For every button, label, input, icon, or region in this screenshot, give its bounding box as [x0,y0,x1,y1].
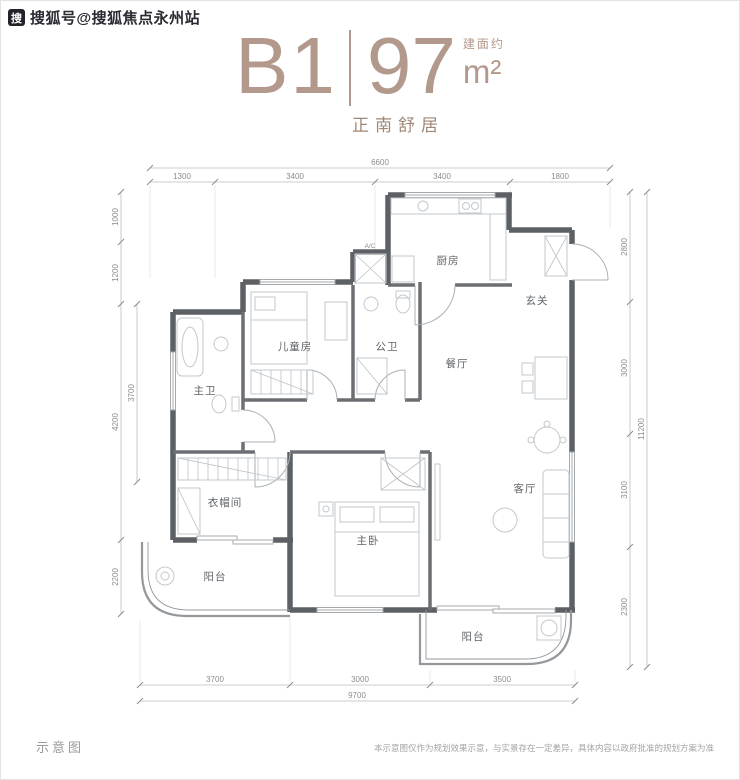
disclaimer-text: 本示意图仅作为规划效果示意，与实景存在一定差异，具体内容以政府批准的规划方案为准 [373,743,714,753]
room-label-balcony-right: 阳台 [462,630,485,643]
cabinet-hatching [177,235,568,535]
room-label-guest-bath: 公卫 [376,341,399,353]
sohu-logo-icon: 搜 [8,9,25,26]
floor-plan: 6600 1300 3400 3400 1800 1000 1200 4200 … [85,152,685,712]
room-label-closet: 衣帽间 [208,496,243,509]
dim-right-3: 3100 [620,481,629,499]
dim-bottom-2: 3000 [351,675,369,684]
dim-top-2: 3400 [286,172,304,181]
watermark: 搜 搜狐号@搜狐焦点永州站 [8,7,200,28]
dim-left-3: 4200 [111,413,120,431]
furniture [155,197,570,641]
unit-model: B1 [235,21,337,110]
room-label-kitchen: 厨房 [437,254,460,267]
dim-right-2: 3000 [620,359,629,377]
room-label-master: 主卧 [357,534,380,547]
room-label-foyer: 玄关 [526,294,549,307]
dim-left-4: 2200 [111,568,120,586]
dim-top-total: 6600 [371,158,389,167]
schematic-label: 示意图 [36,740,85,755]
dim-right-1: 2800 [620,238,629,256]
dim-bottom-total: 9700 [348,691,366,700]
unit-title-row: B1 97 建面约 m² [235,26,505,106]
exterior-walls [170,192,575,613]
unit-title-block: B1 97 建面约 m² 正南舒居 [0,26,740,136]
floor-plan-svg: 6600 1300 3400 3400 1800 1000 1200 4200 … [111,158,651,705]
dim-left-2: 1200 [111,264,120,282]
watermark-text: 搜狐号@搜狐焦点永州站 [30,10,201,27]
room-labels: 厨房 玄关 餐厅 儿童房 公卫 主卫 衣帽间 主卧 客厅 阳台 阳台 A/C [194,243,549,643]
dim-bottom-1: 3700 [206,675,224,684]
dim-bottom-3: 3500 [493,675,511,684]
area-prefix-label: 建面约 [462,37,505,51]
room-label-kids: 儿童房 [278,340,313,353]
area-unit-label: m² [462,53,502,90]
area-unit-block: 建面约 m² [463,26,505,90]
balcony-railings [140,542,573,666]
dim-left-inner: 3700 [127,384,136,402]
dim-right-4: 2300 [620,598,629,616]
interior-walls [173,282,512,610]
area-value: 97 [366,21,456,110]
room-label-dining: 餐厅 [446,357,469,370]
dim-top-3: 3400 [433,172,451,181]
dimension-lines: 6600 1300 3400 3400 1800 1000 1200 4200 … [111,158,651,705]
room-label-master-bath: 主卫 [194,385,217,397]
room-label-ac: A/C [365,243,376,250]
dim-right-total: 11200 [637,418,646,440]
room-label-living: 客厅 [514,482,537,495]
room-label-balcony-left: 阳台 [204,570,227,583]
dim-top-4: 1800 [551,172,569,181]
dim-top-1: 1300 [173,172,191,181]
dim-left-1: 1000 [111,208,120,226]
extension-lines [139,185,611,682]
title-divider [348,30,351,106]
unit-tagline: 正南舒居 [352,116,444,135]
windows [170,192,575,614]
door-swings [242,243,609,488]
